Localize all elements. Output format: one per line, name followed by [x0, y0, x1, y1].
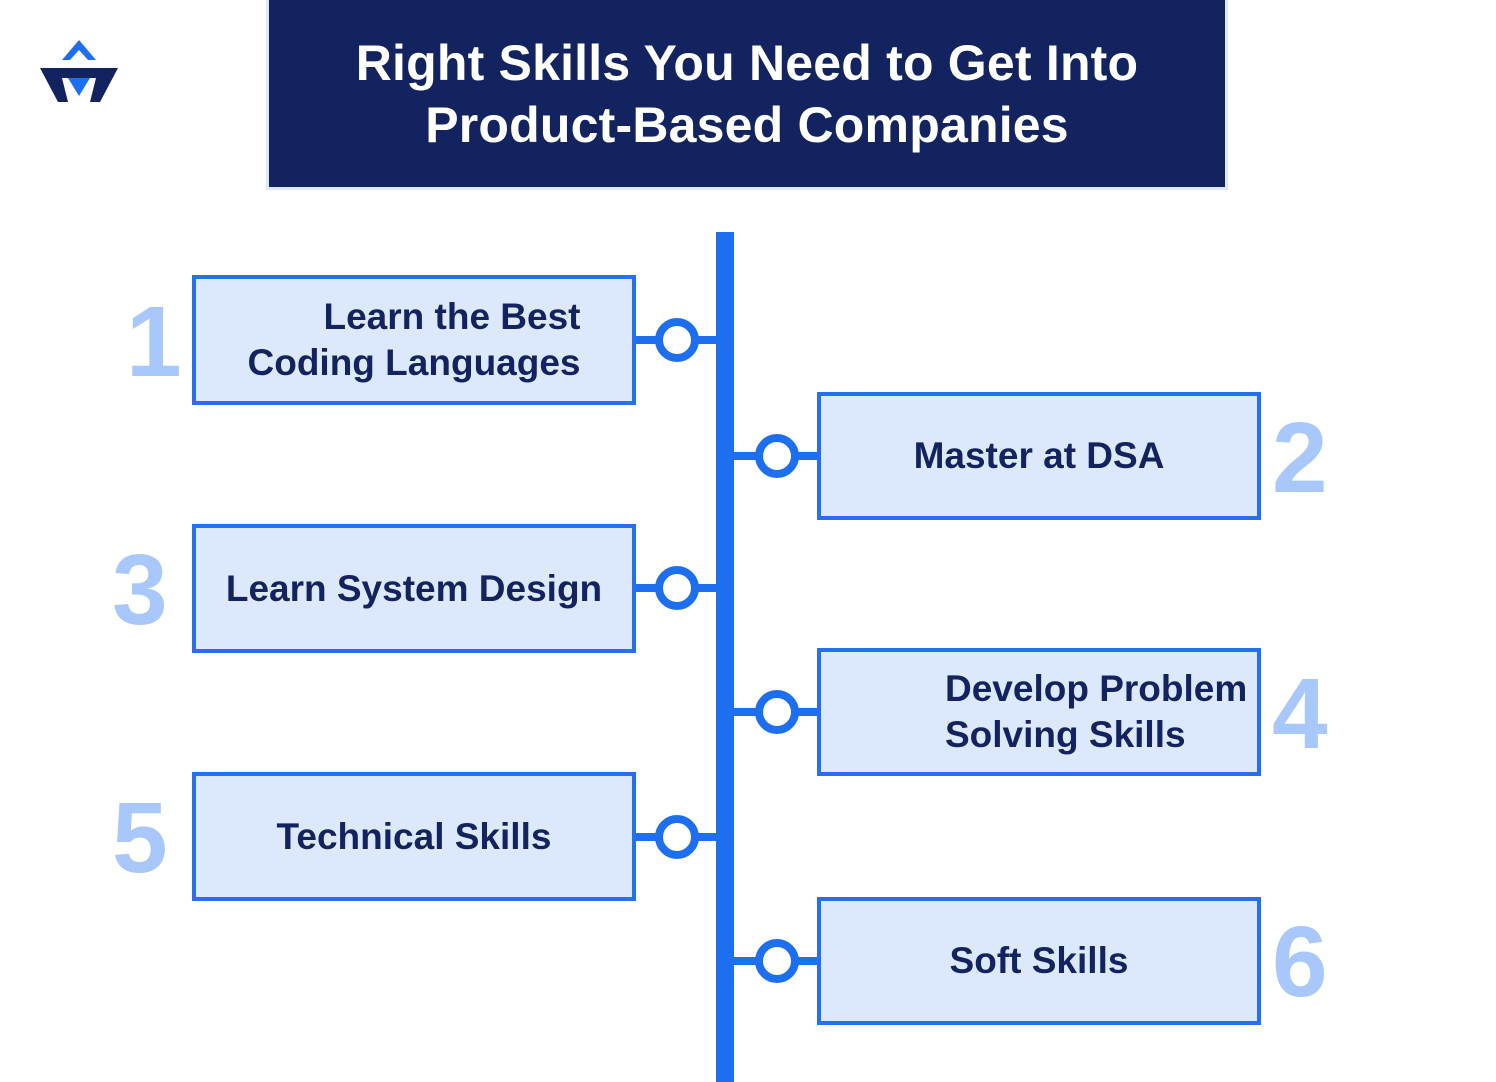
step-1-label-line-2: Coding Languages: [247, 342, 581, 383]
step-number-4: 4: [1272, 658, 1328, 770]
step-5-label: Technical Skills: [276, 815, 552, 857]
brand-logo-icon: [40, 40, 118, 102]
step-4-label-line-1: Develop Problem: [945, 668, 1248, 709]
page-title-line-1: Right Skills You Need to Get Into: [355, 34, 1139, 91]
step-2-label: Master at DSA: [913, 435, 1165, 476]
connector-step-3: [632, 566, 722, 610]
connector-step-6: [730, 939, 822, 983]
step-number-1: 1: [126, 286, 182, 398]
connector-step-1: [632, 318, 722, 362]
timeline-spine: [716, 232, 734, 1082]
step-card-1: Learn the Best Coding Languages: [192, 275, 636, 405]
step-card-2: Master at DSA: [817, 392, 1261, 520]
step-number-3: 3: [112, 534, 168, 646]
step-3-label: Learn System Design: [225, 567, 603, 609]
step-card-5: Technical Skills: [192, 772, 636, 901]
step-number-2: 2: [1272, 402, 1328, 514]
step-number-6: 6: [1272, 906, 1328, 1018]
title-banner: Right Skills You Need to Get Into Produc…: [266, 0, 1228, 190]
page-title-line-2: Product-Based Companies: [425, 96, 1069, 153]
step-number-5: 5: [112, 782, 168, 894]
step-6-label: Soft Skills: [949, 940, 1129, 981]
connector-step-2: [730, 434, 822, 478]
step-card-3: Learn System Design: [192, 524, 636, 653]
connector-step-4: [730, 690, 822, 734]
step-card-4: Develop Problem Solving Skills: [817, 648, 1261, 776]
step-4-label-line-2: Solving Skills: [945, 714, 1186, 755]
step-1-label-line-1: Learn the Best: [323, 296, 581, 337]
connector-step-5: [632, 815, 722, 859]
step-card-6: Soft Skills: [817, 897, 1261, 1025]
